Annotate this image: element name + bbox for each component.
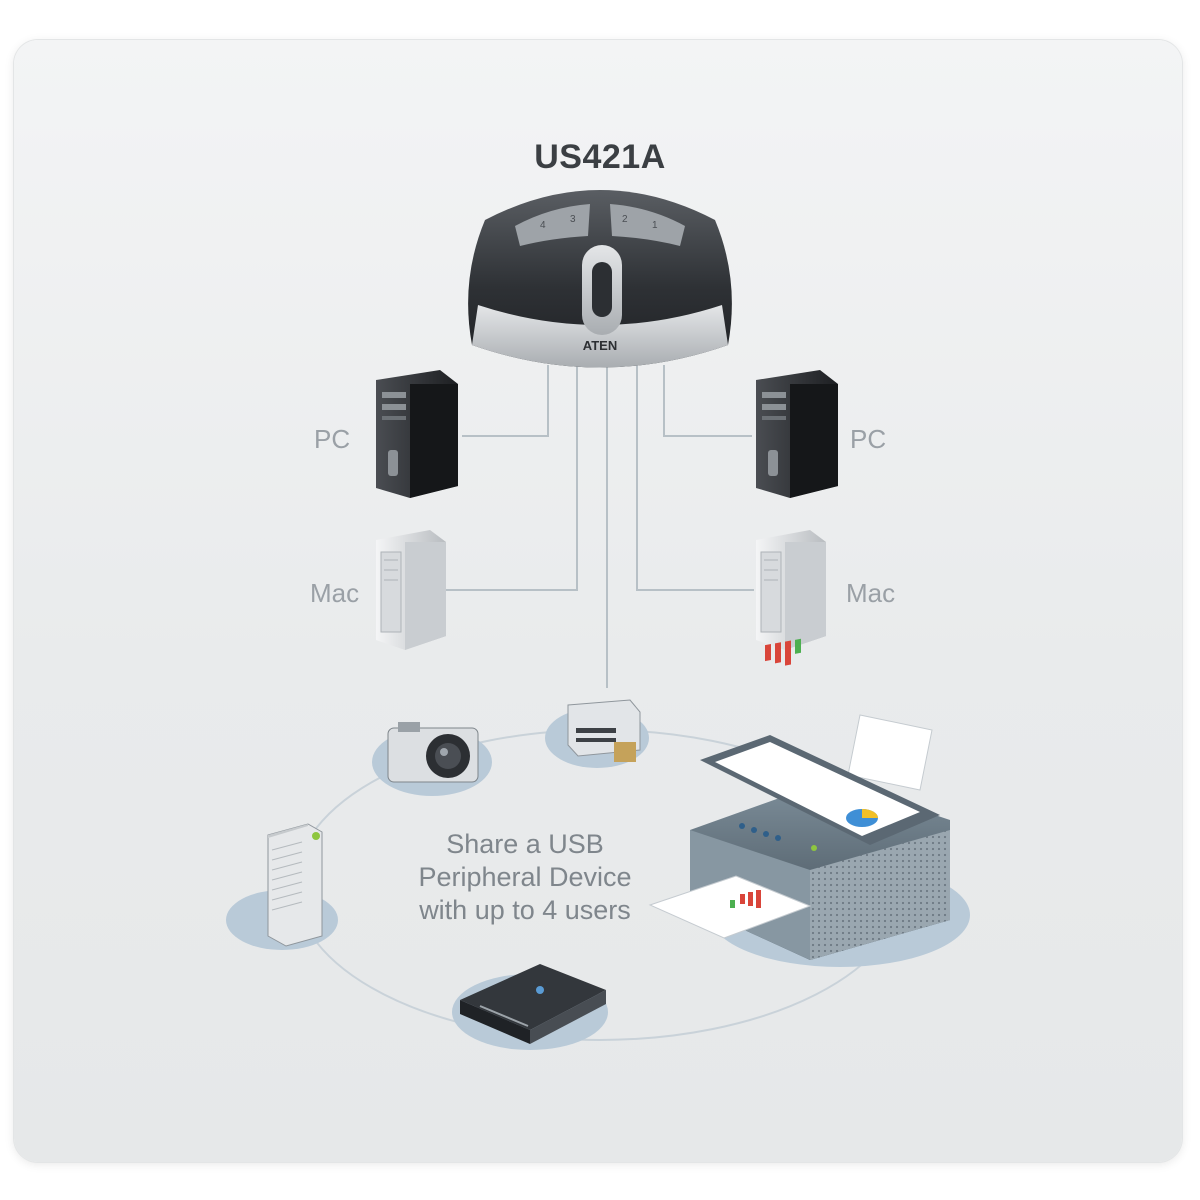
port-buttons: 4 3 2 1 bbox=[515, 204, 685, 246]
port-3-label: 3 bbox=[570, 214, 576, 225]
diagram-title: US421A bbox=[534, 138, 666, 176]
left-pc-label: PC bbox=[314, 424, 351, 454]
left-mac-icon bbox=[376, 530, 446, 650]
caption-line-2: Peripheral Device bbox=[418, 862, 632, 892]
document-chart-graphic bbox=[765, 638, 878, 827]
external-hdd-icon bbox=[226, 823, 338, 950]
caption-line-3: with up to 4 users bbox=[419, 895, 631, 925]
right-pc-label: PC bbox=[850, 424, 887, 454]
port-1-label: 1 bbox=[652, 220, 658, 231]
left-pc-icon bbox=[376, 370, 458, 498]
port-4-label: 4 bbox=[540, 220, 546, 231]
left-mac-label: Mac bbox=[310, 578, 360, 608]
right-pc-icon bbox=[756, 370, 838, 498]
card-reader-icon bbox=[545, 699, 649, 768]
connector-lines bbox=[446, 365, 754, 688]
camera-icon bbox=[372, 722, 492, 796]
right-mac-icon bbox=[756, 530, 826, 650]
aten-logo: ATEN bbox=[583, 338, 617, 353]
right-mac-label: Mac bbox=[846, 578, 896, 608]
peripheral-caption: Share a USB Peripheral Device with up to… bbox=[380, 828, 670, 927]
port-2-label: 2 bbox=[622, 214, 628, 225]
caption-line-1: Share a USB bbox=[446, 829, 604, 859]
usb-switch-device: 4 3 2 1 ATEN bbox=[468, 190, 732, 368]
scanner-icon bbox=[452, 964, 608, 1050]
printer-icon bbox=[648, 638, 970, 967]
